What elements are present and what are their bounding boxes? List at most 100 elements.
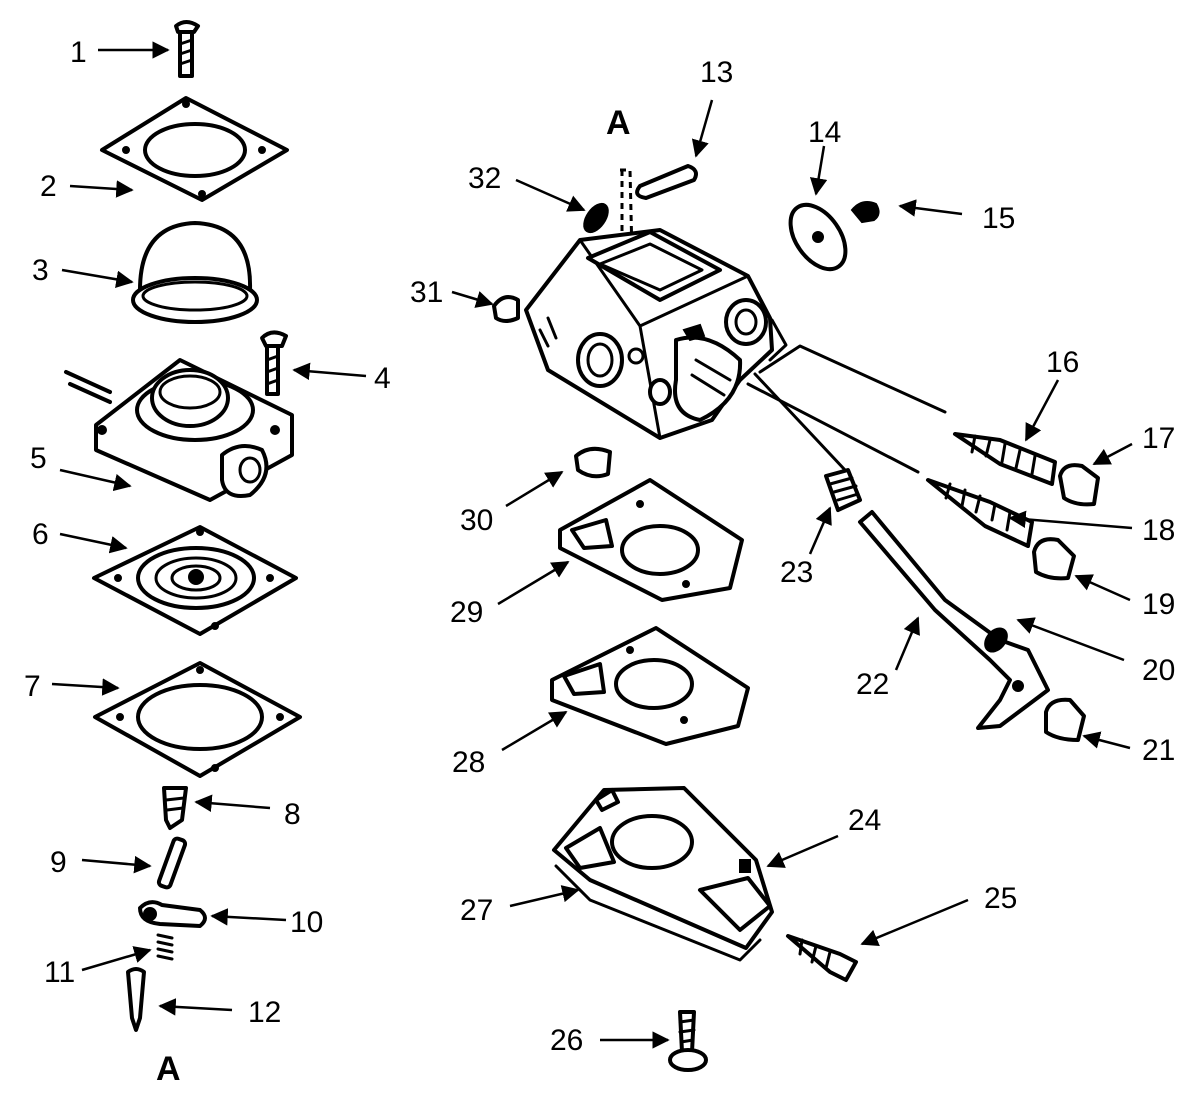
adjustment-guide-lines [746,344,947,474]
part-3-primer-bulb [131,221,259,324]
callout-16: 16 [1046,346,1079,379]
callout-2: 2 [40,170,57,203]
arrow-31 [451,290,494,308]
callout-17: 17 [1142,422,1175,455]
callout-27: 27 [460,894,493,927]
part-28-diaphragm [550,626,750,746]
part-31-cap [492,295,520,323]
callout-18: 18 [1142,514,1175,547]
callout-7: 7 [24,670,41,703]
part-7-gasket [93,661,302,778]
part-15-screw [850,201,880,224]
arrow-16 [1024,379,1060,442]
arrow-6 [59,532,128,554]
part-26-screw [668,1010,708,1072]
arrow-18 [1008,510,1133,530]
section-marker-top: A [606,104,631,142]
part-10-lever [138,900,207,928]
arrow-25 [860,898,969,947]
part-16-needle [953,432,1057,486]
arrow-30 [505,470,564,508]
part-5-primer-housing [64,358,294,502]
part-27-pump-cover [552,786,774,962]
part-11-spring [156,933,174,961]
arrow-10 [210,908,287,926]
callout-32: 32 [468,162,501,195]
callout-25: 25 [984,882,1017,915]
part-21-cap [1044,697,1086,742]
callout-1: 1 [70,36,87,69]
callout-10: 10 [290,906,323,939]
arrow-28 [501,710,568,752]
arrow-9 [81,855,152,874]
callout-20: 20 [1142,654,1175,687]
callout-28: 28 [452,746,485,779]
part-22-throttle-lever [858,510,1050,730]
arrow-3 [61,268,134,288]
arrow-15 [898,199,963,217]
part-14-throttle-plate [788,202,848,272]
callout-8: 8 [284,798,301,831]
arrow-27 [509,885,580,908]
callout-31: 31 [410,276,443,309]
callout-13: 13 [700,56,733,89]
callout-30: 30 [460,504,493,537]
arrow-29 [497,560,570,606]
arrow-12 [158,998,233,1016]
arrow-21 [1082,731,1131,750]
arrow-19 [1074,574,1131,602]
callout-5: 5 [30,442,47,475]
part-18-needle [926,478,1034,548]
part-9-pin [156,836,188,890]
callout-6: 6 [32,518,49,551]
callout-23: 23 [780,556,813,589]
leader-arrows [51,41,1133,1049]
part-12-inlet-needle [126,967,146,1032]
callout-21: 21 [1142,734,1175,767]
arrow-17 [1092,442,1133,466]
arrow-4 [292,362,367,381]
carburetor-body [524,228,788,440]
arrow-2 [69,180,134,198]
callout-labels: 1 2 3 4 5 6 7 8 9 10 11 12 13 14 15 16 1… [24,36,1175,1088]
arrow-5 [59,468,132,492]
arrow-22 [894,616,920,671]
part-32-washer [583,168,634,258]
part-23-spring [824,468,862,512]
part-25-screw [786,934,858,982]
arrow-13 [691,99,714,158]
callout-19: 19 [1142,588,1175,621]
arrow-8 [194,794,271,812]
callout-26: 26 [550,1024,583,1057]
callout-15: 15 [982,202,1015,235]
part-19-limiter-cap [1032,537,1076,581]
part-4-screw [260,330,288,396]
callout-9: 9 [50,846,67,879]
callout-11: 11 [44,956,75,989]
arrow-23 [808,506,832,555]
arrow-24 [766,834,839,868]
callout-12: 12 [248,996,281,1029]
arrow-14 [809,145,828,196]
part-13-pin [635,164,698,200]
callout-29: 29 [450,596,483,629]
part-8-jet [162,786,188,830]
arrow-7 [51,678,120,696]
part-29-gasket [558,478,744,602]
callout-4: 4 [374,362,391,395]
callout-24: 24 [848,804,881,837]
part-30-filter [574,446,612,479]
callout-22: 22 [856,668,889,701]
part-1-screw [174,20,200,78]
part-2-gasket [100,96,289,202]
section-marker-bottom: A [156,1050,181,1088]
arrow-32 [515,178,586,212]
arrow-11 [81,946,152,972]
part-17-limiter-cap [1058,463,1100,507]
part-20-clip [984,627,1008,653]
arrow-20 [1016,617,1125,662]
part-6-diaphragm [92,525,298,636]
callout-14: 14 [808,116,841,149]
